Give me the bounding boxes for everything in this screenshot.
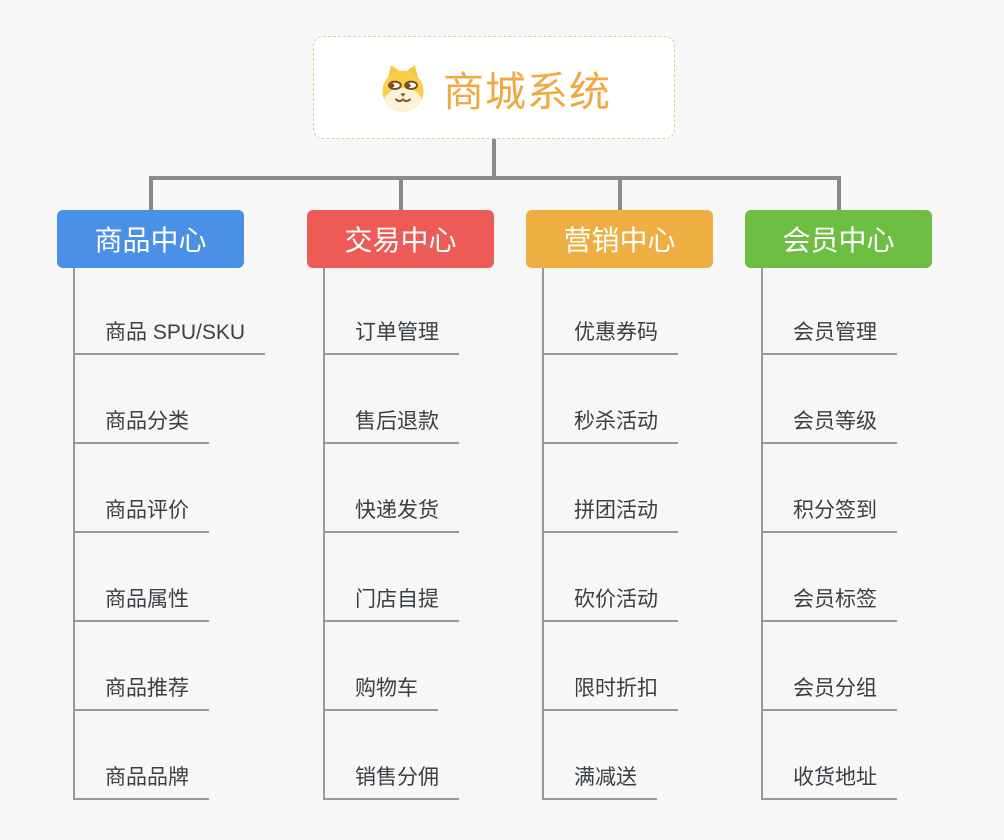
sub-item[interactable]: 积分签到 — [761, 485, 897, 533]
root-title: 商城系统 — [443, 68, 611, 115]
sub-item[interactable]: 快递发货 — [323, 485, 459, 533]
sub-item[interactable]: 限时折扣 — [542, 663, 678, 711]
branch-header[interactable]: 商品中心 — [57, 210, 244, 268]
sub-item[interactable]: 满减送 — [542, 752, 657, 800]
sub-item[interactable]: 砍价活动 — [542, 574, 678, 622]
connector-drop — [149, 176, 153, 210]
branch-vline — [542, 268, 544, 800]
connector-drop — [618, 176, 622, 210]
sub-item[interactable]: 门店自提 — [323, 574, 459, 622]
branch-header[interactable]: 营销中心 — [526, 210, 713, 268]
sub-item[interactable]: 秒杀活动 — [542, 396, 678, 444]
connector-drop — [399, 176, 403, 210]
sub-item[interactable]: 购物车 — [323, 663, 438, 711]
connector-drop — [837, 176, 841, 210]
connector-stem — [492, 139, 496, 180]
dog-face-icon — [382, 64, 424, 112]
branch-vline — [761, 268, 763, 800]
sub-item[interactable]: 拼团活动 — [542, 485, 678, 533]
sub-item[interactable]: 会员分组 — [761, 663, 897, 711]
sub-item[interactable]: 商品评价 — [73, 485, 209, 533]
sub-item[interactable]: 会员等级 — [761, 396, 897, 444]
sub-item[interactable]: 商品 SPU/SKU — [73, 307, 266, 355]
sub-item[interactable]: 会员管理 — [761, 307, 897, 355]
sub-item[interactable]: 订单管理 — [323, 307, 459, 355]
sub-item[interactable]: 销售分佣 — [323, 752, 459, 800]
connector-bus — [149, 176, 841, 180]
sub-item[interactable]: 商品属性 — [73, 574, 209, 622]
branch-vline — [73, 268, 75, 800]
root-node[interactable]: 商城系统 — [313, 36, 675, 139]
sub-item[interactable]: 商品分类 — [73, 396, 209, 444]
sub-item[interactable]: 售后退款 — [323, 396, 459, 444]
sub-item[interactable]: 优惠券码 — [542, 307, 678, 355]
branch-header[interactable]: 交易中心 — [307, 210, 494, 268]
sub-item[interactable]: 商品品牌 — [73, 752, 209, 800]
sub-item[interactable]: 商品推荐 — [73, 663, 209, 711]
branch-header[interactable]: 会员中心 — [745, 210, 932, 268]
branch-vline — [323, 268, 325, 800]
sub-item[interactable]: 会员标签 — [761, 574, 897, 622]
sub-item[interactable]: 收货地址 — [761, 752, 897, 800]
